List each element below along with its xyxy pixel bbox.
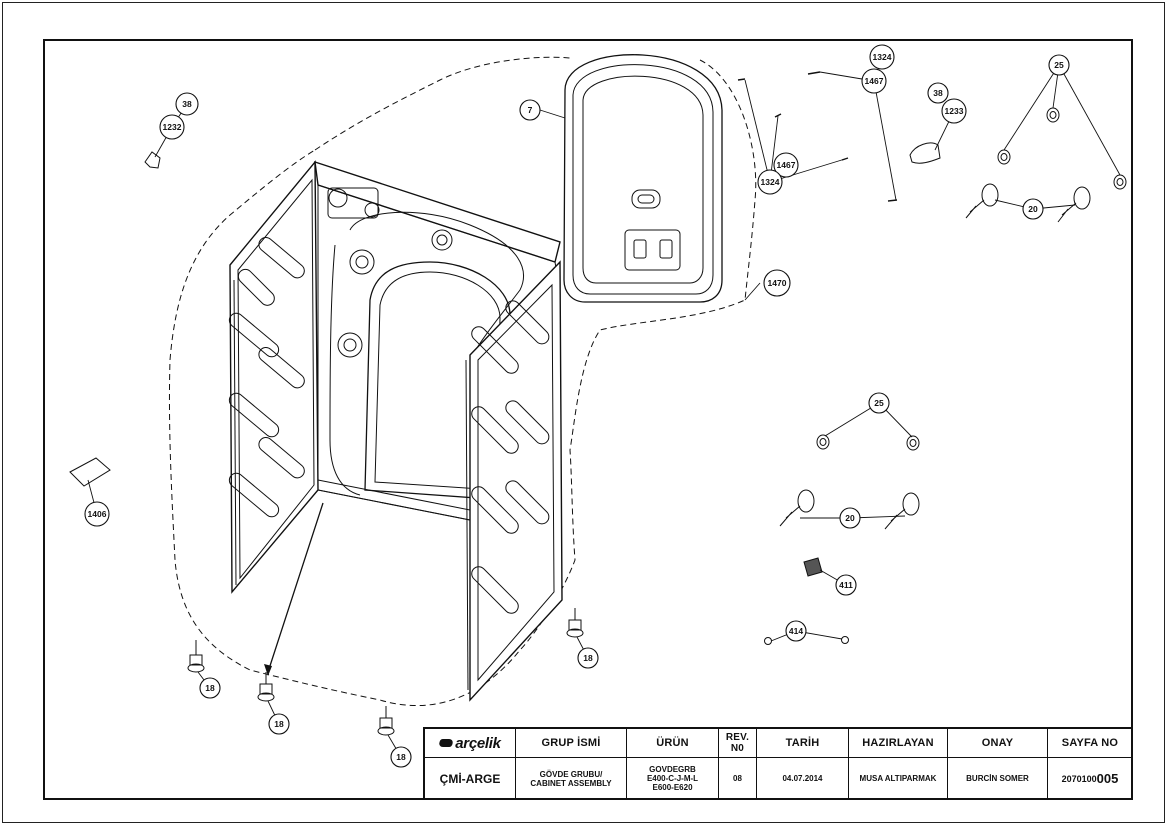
prepared-by-value: MUSA ALTIPARMAK <box>849 758 948 800</box>
approval-header: ONAY <box>948 729 1048 758</box>
revision-value: 08 <box>719 758 757 800</box>
cabinet-left-panel <box>228 160 319 594</box>
group-name-value: GÖVDE GRUBU/ CABINET ASSEMBLY <box>516 758 627 800</box>
feet-18 <box>187 608 584 736</box>
plugs-25-mid <box>816 434 920 451</box>
callout-18-b: 18 <box>274 719 284 729</box>
approval-value: BURCİN SOMER <box>948 758 1048 800</box>
callout-1467-a: 1467 <box>865 76 884 86</box>
callout-1406: 1406 <box>88 509 107 519</box>
callout-38-a: 38 <box>182 99 192 109</box>
date-header: TARİH <box>757 729 849 758</box>
assembly-arrow <box>267 502 324 673</box>
label-sticker-1406 <box>69 457 111 487</box>
product-value: GOVDEGRB E400-C-J-M-L E600-E620 <box>627 758 719 800</box>
callout-20-b: 20 <box>845 513 855 523</box>
company-logo: arçelik <box>425 729 516 758</box>
clip-part-1232 <box>144 151 161 169</box>
callout-1324-a: 1324 <box>873 52 892 62</box>
callout-25-a: 25 <box>1054 60 1064 70</box>
sheet-number-header: SAYFA NO <box>1048 729 1133 758</box>
callout-18-c: 18 <box>396 752 406 762</box>
title-block: arçelik GRUP İSMİ ÜRÜN REV. N0 TARİH HAZ… <box>423 727 1133 800</box>
cabinet-right-panel <box>465 260 563 702</box>
callout-20-a: 20 <box>1028 204 1038 214</box>
callout-18-a: 18 <box>205 683 215 693</box>
callout-1467-b: 1467 <box>777 160 796 170</box>
callout-25-b: 25 <box>874 398 884 408</box>
bracket-411 <box>803 557 823 577</box>
plugs-25-top <box>997 107 1127 190</box>
leader-lines <box>87 56 1121 758</box>
callout-18-d: 18 <box>583 653 593 663</box>
callout-1470: 1470 <box>768 278 787 288</box>
department: ÇMİ-ARGE <box>425 758 516 800</box>
callout-414: 414 <box>789 626 803 636</box>
callout-1233: 1233 <box>945 106 964 116</box>
callout-38-b: 38 <box>933 88 943 98</box>
callout-1324-b: 1324 <box>761 177 780 187</box>
callout-circles <box>84 44 1070 768</box>
group-name-header: GRUP İSMİ <box>516 729 627 758</box>
front-door-panel <box>563 54 723 303</box>
shock-absorbers-20-mid <box>779 489 920 530</box>
product-header: ÜRÜN <box>627 729 719 758</box>
logo-mark-icon <box>437 739 456 747</box>
date-value: 04.07.2014 <box>757 758 849 800</box>
revision-header: REV. N0 <box>719 729 757 758</box>
assembly-boundary-dashed <box>168 56 757 707</box>
logo-text: arçelik <box>455 734 501 752</box>
sheet-number-suffix: 005 <box>1096 771 1119 786</box>
hinge-clip <box>909 142 941 164</box>
prepared-by-header: HAZIRLAYAN <box>849 729 948 758</box>
callout-411: 411 <box>839 580 853 590</box>
callout-7: 7 <box>528 105 533 115</box>
callout-1232: 1232 <box>163 122 182 132</box>
sheet-number-prefix: 2070100 <box>1061 773 1097 784</box>
